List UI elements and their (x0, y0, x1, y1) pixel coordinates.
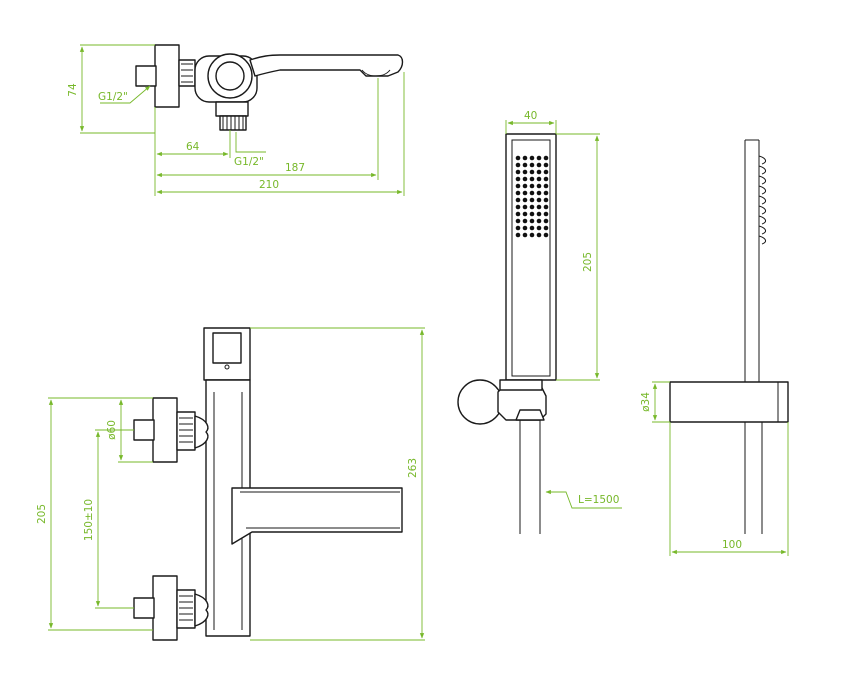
top-view-handle (154, 44, 180, 108)
spray-nozzle (529, 190, 535, 196)
spray-nozzle (522, 190, 528, 196)
hand-shower-head (505, 133, 557, 381)
spray-nozzle (529, 183, 535, 189)
spray-nozzle (515, 204, 521, 210)
front-view-upper-handle (152, 397, 178, 463)
holder-knob (457, 379, 503, 425)
dim-187-label: 187 (285, 162, 305, 174)
spray-nozzle (543, 232, 549, 238)
spray-nozzle (543, 225, 549, 231)
holder-view: ø34 100 (640, 139, 789, 556)
spray-nozzle (543, 155, 549, 161)
spray-nozzle (543, 204, 549, 210)
spray-nozzle (522, 155, 528, 161)
spray-nozzle (536, 190, 542, 196)
spray-nozzle (543, 162, 549, 168)
spray-nozzle (529, 169, 535, 175)
spray-nozzle (543, 176, 549, 182)
spray-nozzle (515, 225, 521, 231)
spray-nozzle (529, 225, 535, 231)
spray-nozzle (536, 169, 542, 175)
spray-nozzle (529, 155, 535, 161)
dim-100-label: 100 (722, 539, 742, 551)
spray-nozzle (536, 155, 542, 161)
shower-side-profile (758, 155, 767, 245)
dim-263-label: 263 (407, 458, 419, 478)
spray-nozzles (515, 155, 549, 238)
dim-210-label: 210 (259, 179, 279, 191)
spray-nozzle (522, 218, 528, 224)
spray-nozzle (522, 176, 528, 182)
spray-nozzle (515, 197, 521, 203)
spray-nozzle (543, 218, 549, 224)
spray-nozzle (515, 162, 521, 168)
spray-nozzle (536, 204, 542, 210)
spray-nozzle (515, 176, 521, 182)
dim-74-label: 74 (67, 83, 79, 97)
spray-nozzle (522, 204, 528, 210)
spray-nozzle (536, 211, 542, 217)
spray-nozzle (536, 218, 542, 224)
thread-outlet-label: G1/2" (234, 156, 264, 168)
spray-nozzle (515, 155, 521, 161)
spray-nozzle (522, 225, 528, 231)
dim-150-label: 150±10 (83, 499, 95, 541)
spray-nozzle (515, 183, 521, 189)
spray-nozzle (536, 183, 542, 189)
dim-40-label: 40 (524, 110, 537, 122)
spray-nozzle (515, 232, 521, 238)
spray-nozzle (536, 225, 542, 231)
spray-nozzle (529, 162, 535, 168)
front-view: 263 205 ø60 150±10 (36, 327, 425, 641)
spray-nozzle (536, 162, 542, 168)
spray-nozzle (543, 197, 549, 203)
spray-nozzle (529, 197, 535, 203)
dim-64-label: 64 (186, 141, 200, 153)
spray-nozzle (536, 197, 542, 203)
spray-nozzle (543, 190, 549, 196)
spray-nozzle (529, 218, 535, 224)
spray-nozzle (543, 183, 549, 189)
front-view-spout (231, 487, 403, 545)
hose-length-label: L=1500 (578, 494, 619, 506)
spray-nozzle (536, 176, 542, 182)
dim-205-shower-label: 205 (582, 252, 594, 272)
top-view-outlet-thread (215, 101, 249, 117)
spray-nozzle (543, 169, 549, 175)
spray-nozzle (529, 176, 535, 182)
front-view-body (205, 379, 251, 637)
wall-holder-block (669, 381, 789, 423)
spray-nozzle (529, 204, 535, 210)
hand-shower-view: 40 205 L=1500 (457, 110, 622, 534)
spray-nozzle (515, 190, 521, 196)
spray-nozzle (515, 169, 521, 175)
front-view-lower-handle (152, 575, 178, 641)
spray-nozzle (515, 211, 521, 217)
top-view-knob-stem (135, 65, 157, 87)
top-view-spout (249, 54, 404, 77)
dim-205-label: 205 (36, 504, 48, 524)
thread-inlet-label: G1/2" (98, 91, 128, 103)
spray-nozzle (522, 169, 528, 175)
spray-nozzle (522, 211, 528, 217)
dim-diameter-34-label: ø34 (640, 392, 652, 412)
spray-nozzle (543, 211, 549, 217)
spray-nozzle (529, 211, 535, 217)
spray-nozzle (536, 232, 542, 238)
top-view: 74 G1/2" 64 G1/2" 187 210 (67, 44, 405, 196)
spray-nozzle (522, 197, 528, 203)
spray-nozzle (522, 162, 528, 168)
spray-nozzle (515, 218, 521, 224)
spray-nozzle (522, 232, 528, 238)
spray-nozzle (522, 183, 528, 189)
spray-nozzle (529, 232, 535, 238)
